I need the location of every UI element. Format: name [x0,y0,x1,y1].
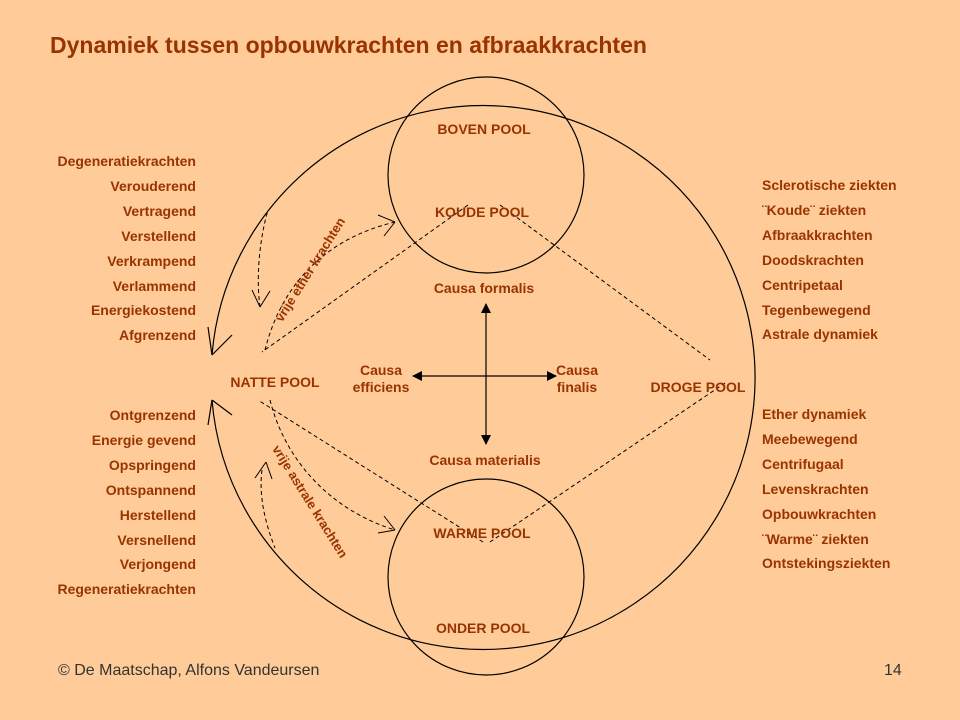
causa-finalis-line1: Causa [555,362,599,378]
left-bottom-list-item: Versnellend [117,531,196,548]
left-bottom-list-item: Ontgrenzend [109,407,196,423]
dashed-warme-to-natte [257,399,484,543]
right-bottom-list-item: Centrifugaal [762,455,844,472]
causa-finalis-line2: finalis [556,379,598,395]
koude-pool-label: KOUDE POOL [434,204,530,220]
left-bottom-list-item: Ontspannend [105,481,196,498]
top-circle [387,76,585,274]
right-top-list-item: Afbraakkrachten [762,226,873,243]
dashed-curve-astrale-1 [260,469,276,549]
arrow-ether-2 [377,214,396,237]
left-top-list-item: Verlammend [112,277,196,294]
left-top-list-item: Verkrampend [107,252,196,269]
right-top-list-item: ¨Koude¨ ziekten [762,201,867,218]
left-bottom-list-item: Herstellend [119,506,196,523]
page-number: 14 [884,662,902,679]
outer-circle-arc [211,104,756,651]
slide-title: Dynamiek tussen opbouwkrachten en afbraa… [50,32,647,58]
dashed-curve-ether-1 [257,209,269,308]
right-top-list-item: Centripetaal [762,276,843,293]
arrow-astrale-1 [254,461,273,480]
dashed-warme-to-droge [489,382,726,543]
right-bottom-list-item: ¨Warme¨ ziekten [762,530,869,547]
right-top-list-item: Doodskrachten [762,251,864,268]
left-bottom-list-item: Verjongend [119,556,196,573]
left-top-list-item: Energiekostend [90,302,196,319]
left-top-list-item: Degeneratiekrachten [57,153,196,169]
natte-pool-label: NATTE POOL [230,374,320,390]
left-bottom-list-item: Regeneratiekrachten [57,581,196,598]
causa-efficiens-label: Causa efficiens [353,362,410,396]
outer-arc-arrow-bottom [207,399,233,426]
onder-pool-label: ONDER POOL [435,620,531,636]
right-bottom-list-item: Ontstekingsziekten [762,555,891,572]
left-top-list-item: Vertragend [122,202,196,219]
dashed-curve-ether-2 [264,221,396,351]
dashed-lines [257,204,726,549]
causa-efficiens-line2: efficiens [352,379,410,395]
outer-arc-arrow-top [207,326,233,356]
right-top-list-item: Sclerotische ziekten [762,177,897,193]
left-top-list-item: Verstellend [121,227,196,244]
dashed-koude-to-droge [499,204,711,361]
left-top-list-item: Verouderend [110,177,196,194]
boven-pool-label: BOVEN POOL [437,121,531,137]
bottom-circle [387,478,585,676]
droge-pool-label: DROGE POOL [650,379,746,395]
right-top-list-item: Astrale dynamiek [762,326,878,343]
left-bottom-list-item: Energie gevend [91,431,196,448]
warme-pool-label: WARME POOL [433,525,531,541]
left-bottom-list-item: Opspringend [108,456,196,473]
footer-copyright: © De Maatschap, Alfons Vandeursen [58,662,320,679]
causa-finalis-label: Causa finalis [556,362,598,396]
arrow-ether-1 [251,289,271,308]
causa-formalis-label: Causa formalis [433,280,535,296]
causa-efficiens-line1: Causa [359,362,403,378]
right-bottom-list-item: Meebewegend [762,430,858,447]
causa-materialis-label: Causa materialis [429,452,541,468]
right-top-list-item: Tegenbewegend [762,301,871,318]
left-top-list-item: Afgrenzend [119,327,196,344]
dashed-koude-to-natte [261,204,469,353]
right-bottom-list-item: Opbouwkrachten [762,505,877,522]
right-bottom-list-item: Levenskrachten [762,480,869,497]
dashed-curve-astrale-2 [269,399,396,531]
arrow-astrale-2 [377,515,396,534]
right-bottom-list-item: Ether dynamiek [762,406,867,422]
